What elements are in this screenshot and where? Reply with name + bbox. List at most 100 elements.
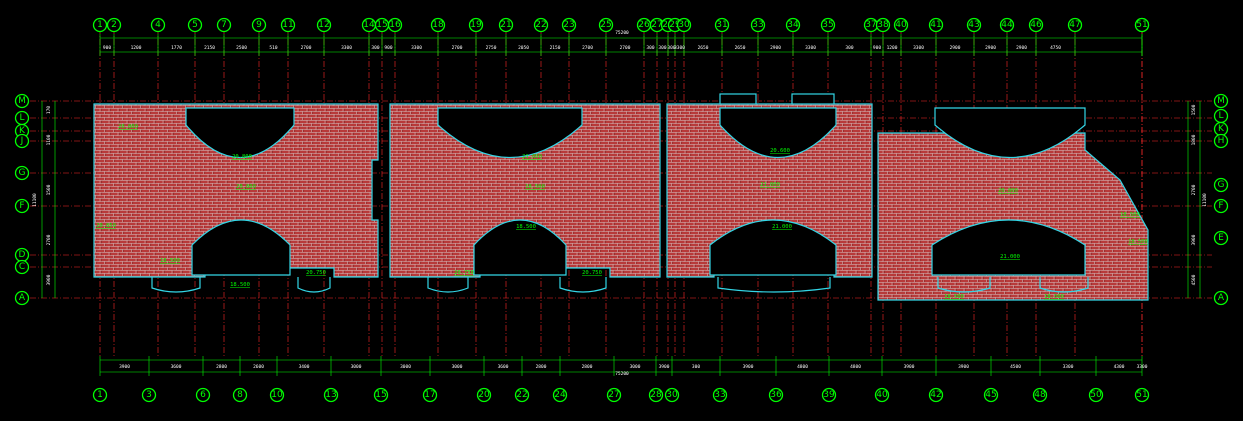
top-axis-bubble-circle — [1028, 17, 1044, 33]
left-axis-bubble-label: K — [19, 126, 26, 136]
right-axis-bubble-label: F — [1218, 201, 1223, 211]
bottom-axis-bubble-circle — [141, 387, 157, 403]
bottom-dim-label: 300 — [692, 364, 700, 370]
top-axis-bubble: 26 — [636, 17, 652, 33]
bottom-axis-bubble: 27 — [606, 387, 622, 403]
bottom-axis-bubble-circle — [648, 387, 664, 403]
balcony — [297, 277, 331, 293]
top-axis-bubble: 34 — [785, 17, 801, 33]
top-axis-bubble-label: 23 — [563, 20, 574, 30]
left-axis-bubble-label: F — [19, 201, 24, 211]
light-well — [191, 219, 291, 276]
top-axis-bubble: 9 — [251, 17, 267, 33]
elevation-label: 18.500 — [525, 184, 545, 190]
top-axis-bubble-circle — [187, 17, 203, 33]
bottom-dim-label: 4300 — [1114, 364, 1125, 370]
top-axis-bubble-circle — [750, 17, 766, 33]
right-axis-bubble: L — [1213, 108, 1229, 124]
bottom-axis-bubble-circle — [323, 387, 339, 403]
bottom-axis-bubble-label: 30 — [666, 390, 678, 400]
right-dim-label: 2700 — [1191, 184, 1197, 195]
left-dim-label: 1100 — [46, 134, 52, 145]
top-axis-bubble: 44 — [999, 17, 1015, 33]
top-axis-bubble: 7 — [216, 17, 232, 33]
top-dim-label: 3300 — [805, 45, 816, 51]
axis-bubbles: 1245791112141516181921222325262728293031… — [14, 17, 1229, 403]
right-axis-bubble-label: L — [1218, 111, 1223, 121]
balcony — [559, 277, 607, 293]
left-axis-bubble-label: A — [19, 293, 26, 303]
elevation-label: 20.800 — [998, 188, 1018, 194]
right-axis-bubble-label: M — [1217, 96, 1225, 106]
bottom-dim-label: 2800 — [536, 364, 547, 370]
bottom-dim-label: 4800 — [797, 364, 808, 370]
top-axis-bubble: 38 — [875, 17, 891, 33]
top-axis-bubble: 47 — [1067, 17, 1083, 33]
top-axis-bubble: 14 — [361, 17, 377, 33]
bottom-dim-label: 3000 — [452, 364, 463, 370]
left-axis-bubble: A — [14, 290, 30, 306]
top-axis-bubble-circle — [966, 17, 982, 33]
bottom-axis-bubble: 10 — [269, 387, 285, 403]
right-axis-bubble-label: G — [1218, 180, 1225, 190]
top-axis-bubble-label: 15 — [376, 20, 387, 30]
bottom-dim-label: 2600 — [253, 364, 264, 370]
light-well — [931, 219, 1086, 276]
top-axis-bubble-label: 25 — [600, 20, 611, 30]
top-axis-bubble-label: 29 — [669, 20, 681, 30]
top-axis-bubble-circle — [893, 17, 909, 33]
bottom-axis-bubble: 51 — [1134, 387, 1150, 403]
top-axis-bubble-label: 9 — [256, 20, 262, 30]
right-dim-label: 1500 — [1191, 104, 1197, 115]
top-axis-bubble: 23 — [561, 17, 577, 33]
elevation-label: 21.000 — [522, 154, 542, 160]
top-dim-label: 3300 — [341, 45, 352, 51]
right-axis-bubble-label: H — [1218, 136, 1225, 146]
top-dim-label: 3300 — [411, 45, 422, 51]
bottom-axis-bubble: 50 — [1088, 387, 1104, 403]
bottom-dim-label: 3900 — [743, 364, 754, 370]
bottom-axis-bubble-circle — [232, 387, 248, 403]
top-axis-bubble-label: 43 — [968, 20, 979, 30]
top-axis-bubble-circle — [92, 17, 108, 33]
top-axis-bubble-circle — [1134, 17, 1150, 33]
top-axis-bubble-label: 34 — [787, 20, 799, 30]
bottom-axis-bubble: 8 — [232, 387, 248, 403]
bottom-axis-bubble-label: 28 — [650, 390, 662, 400]
top-axis-bubble-label: 21 — [500, 20, 511, 30]
right-total-dimension: 11100 — [1202, 193, 1208, 207]
top-dim-label: 2150 — [204, 45, 215, 51]
bottom-axis-bubble: 40 — [874, 387, 890, 403]
bottom-axis-bubble: 45 — [983, 387, 999, 403]
elevation-label: 18.500 — [516, 224, 536, 230]
dimension-lines — [41, 34, 1201, 376]
right-dim-label: 4500 — [1191, 274, 1197, 285]
top-dim-label: 1200 — [131, 45, 142, 51]
bottom-axis-bubble-label: 3 — [146, 390, 152, 400]
bottom-axis-bubble-label: 6 — [200, 390, 206, 400]
parapet-outline — [389, 103, 661, 278]
bottom-axis-bubble-circle — [195, 387, 211, 403]
top-axis-bubble-label: 41 — [930, 20, 941, 30]
bottom-axis-bubble-label: 45 — [985, 390, 996, 400]
bottom-dim-label: 3600 — [171, 364, 182, 370]
bottom-axis-bubble-label: 1 — [97, 390, 103, 400]
bottom-dim-label: 4500 — [1010, 364, 1021, 370]
bottom-axis-bubble-label: 20 — [478, 390, 490, 400]
top-axis-bubble-label: 1 — [97, 20, 103, 30]
bottom-axis-bubble-circle — [664, 387, 680, 403]
top-axis-bubble-circle — [598, 17, 614, 33]
top-dim-label: 2700 — [620, 45, 631, 51]
top-axis-bubble-label: 19 — [470, 20, 482, 30]
top-axis-bubble-label: 47 — [1069, 20, 1080, 30]
top-axis-bubble-circle — [714, 17, 730, 33]
top-axis-bubble: 11 — [280, 17, 296, 33]
elevation-label: 20.800 — [236, 184, 256, 190]
bottom-axis-bubble: 22 — [514, 387, 530, 403]
top-axis-bubble-circle — [875, 17, 891, 33]
top-axis-bubble: 4 — [150, 17, 166, 33]
bottom-dim-label: 3900 — [958, 364, 969, 370]
top-dim-label: 2700 — [582, 45, 593, 51]
balcony — [427, 277, 469, 293]
